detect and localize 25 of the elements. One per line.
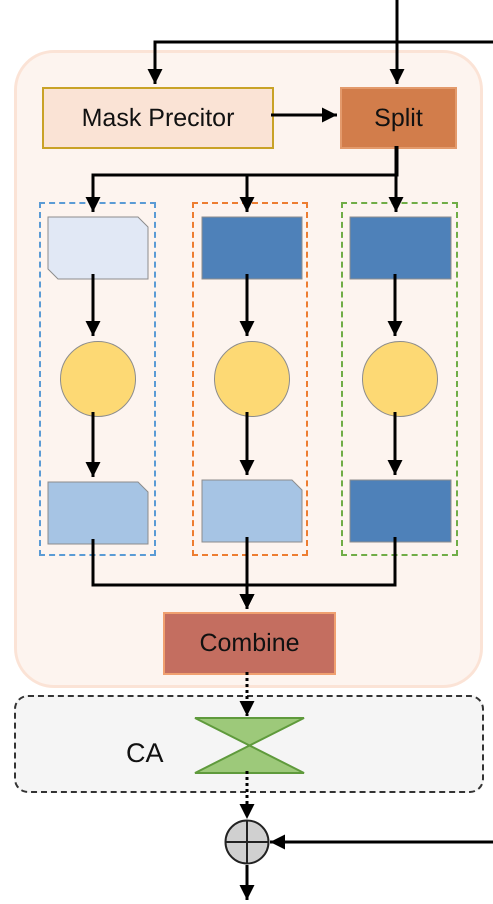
process-box: Combine [163, 612, 336, 675]
arrow [240, 865, 254, 900]
arrow [240, 672, 254, 716]
process-box: Mask Precitor [42, 87, 274, 149]
dashed-region [14, 695, 484, 793]
arrow [240, 274, 254, 336]
dashed-group [192, 202, 308, 556]
arrow [148, 40, 493, 84]
dashed-group [341, 202, 458, 556]
arrow [390, 0, 404, 84]
arrow [240, 146, 398, 212]
arrow [86, 274, 100, 336]
region-label: CA [126, 738, 164, 769]
arrow [270, 834, 493, 850]
dashed-group [39, 202, 156, 556]
arrow [240, 771, 254, 819]
arrow [240, 537, 396, 609]
module-panel [14, 50, 483, 688]
arrow [86, 412, 100, 477]
process-box: Split [340, 87, 457, 149]
arrow [240, 412, 254, 475]
arrow [388, 274, 402, 336]
arrow [388, 412, 402, 475]
arrow [388, 146, 404, 212]
arrow [271, 108, 337, 122]
